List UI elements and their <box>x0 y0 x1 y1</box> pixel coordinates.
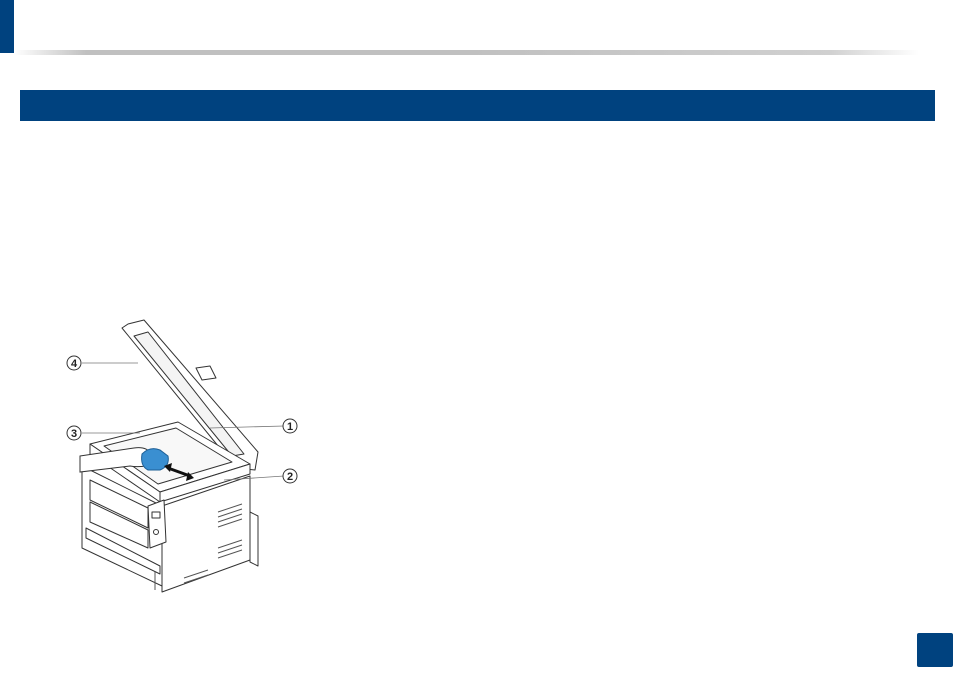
callout-1: 1 <box>283 419 297 433</box>
callout-2: 2 <box>283 469 297 483</box>
header-accent-bar <box>0 0 14 53</box>
header-divider <box>14 50 919 55</box>
printer-illustration-svg: 4 3 1 2 <box>60 316 310 608</box>
callout-4-label: 4 <box>71 358 78 370</box>
section-title-bar <box>20 90 935 121</box>
section-title <box>20 97 32 114</box>
page-number-badge <box>917 633 953 667</box>
callout-1-label: 1 <box>287 421 293 433</box>
callout-4: 4 <box>67 356 81 370</box>
callout-3: 3 <box>67 426 81 440</box>
scanner-glass-cleaning-illustration: 4 3 1 2 <box>60 316 310 608</box>
callout-2-label: 2 <box>287 471 293 483</box>
callout-3-label: 3 <box>71 428 77 440</box>
